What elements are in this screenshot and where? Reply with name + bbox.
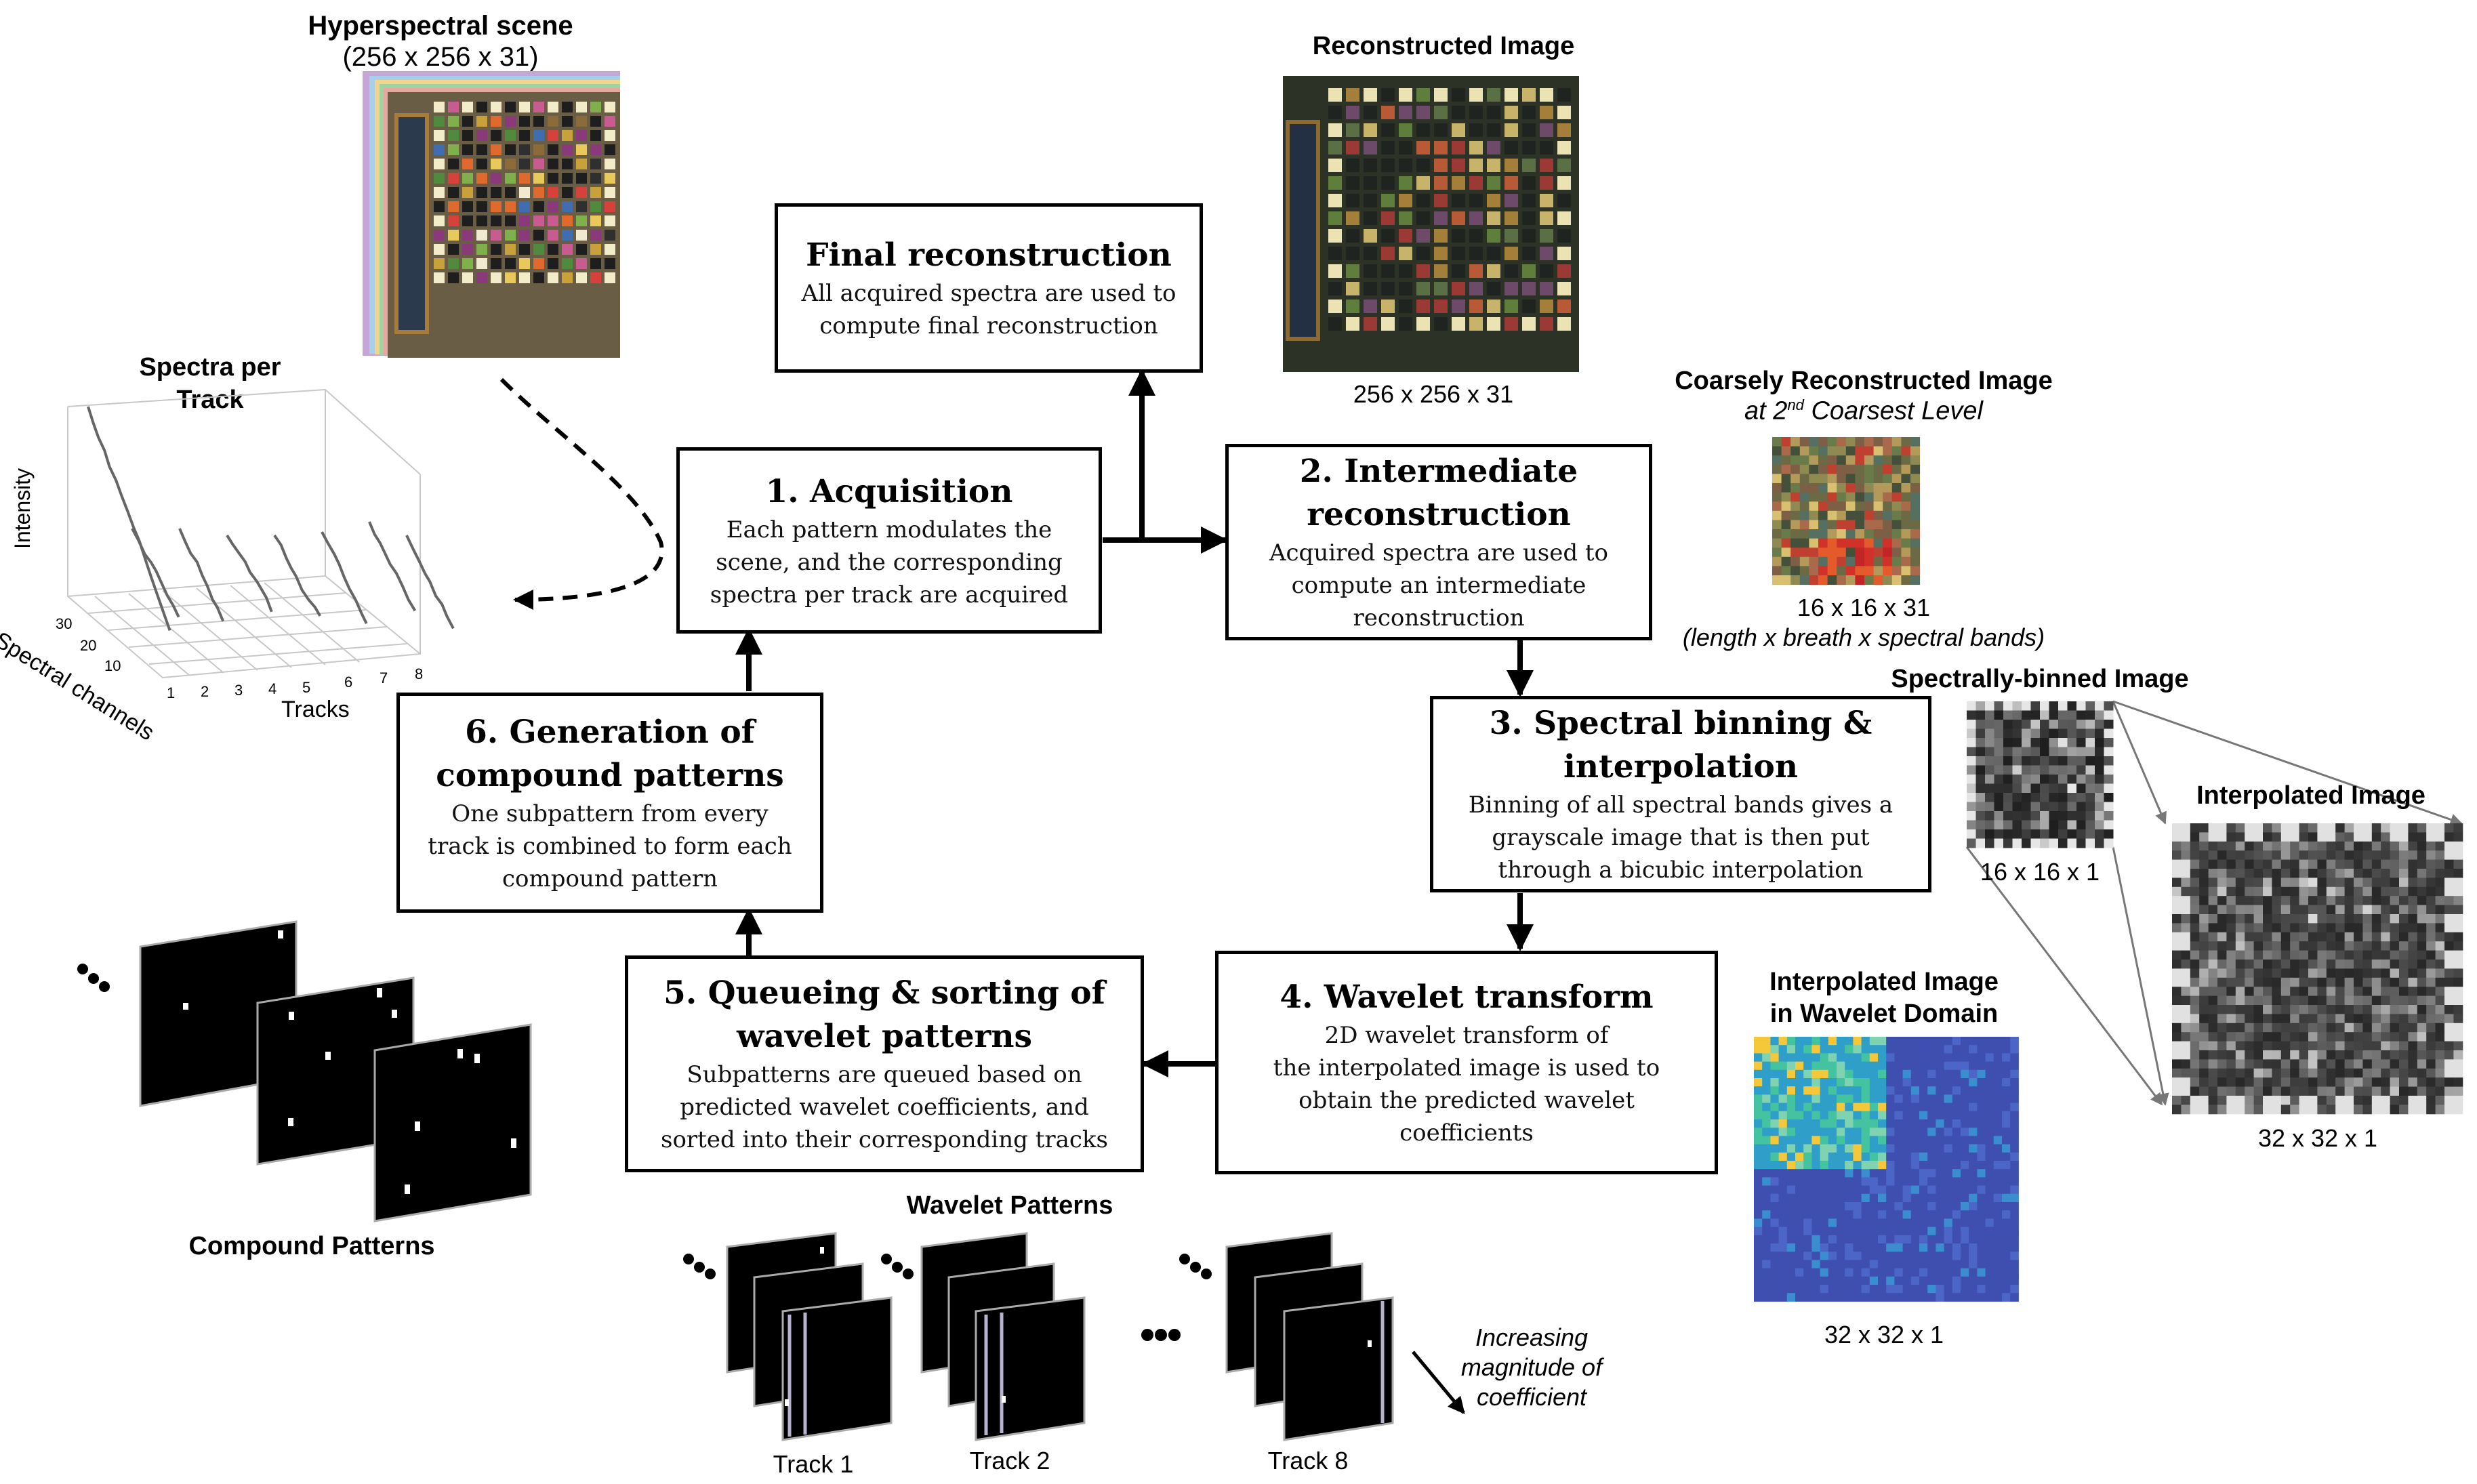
wavelet-desc-3: obtain the predicted wavelet [1298,1087,1635,1114]
binning-desc-1: Binning of all spectral bands gives a [1468,791,1893,819]
magnitude-note-3: coefficient [1476,1383,1587,1411]
inter-title-2: reconstruction [1307,496,1571,533]
box-intermediate-reconstruction: 2. Intermediate reconstruction Acquired … [1225,444,1652,640]
acq-desc-2: scene, and the corresponding [716,548,1063,576]
inter-desc-3: reconstruction [1353,604,1525,632]
x-tick-6: 6 [344,674,353,691]
wavelet-patterns-title: Wavelet Patterns [906,1191,1113,1220]
wavelet-desc-1: 2D wavelet transform of [1324,1022,1609,1049]
box-final-reconstruction: Final reconstruction All acquired spectr… [775,203,1203,373]
wavelet-domain-title-1: Interpolated Image [1769,968,1999,996]
x-tick-3: 3 [234,682,243,699]
x-tick-8: 8 [415,665,424,682]
final-desc-1: All acquired spectra are used to [801,280,1176,307]
z-tick-20: 20 [80,637,97,654]
queue-desc-3: sorted into their corresponding tracks [661,1126,1108,1153]
dashed-arrow-scene-to-spectra [499,377,664,610]
binning-desc-3: through a bicubic interpolation [1498,857,1864,884]
acq-desc-1: Each pattern modulates the [726,516,1052,543]
inter-desc-1: Acquired spectra are used to [1269,539,1609,566]
coarse-title: Coarsely Reconstructed Image [1675,367,2053,395]
gen-title-1: 6. Generation of [465,713,755,751]
x-tick-4: 4 [268,680,277,697]
wavelet-domain-dims: 32 x 32 x 1 [1824,1321,1944,1348]
queue-title-1: 5. Queueing & sorting of [663,974,1105,1012]
binning-desc-2: grayscale image that is then put [1492,824,1870,851]
binned-title: Spectrally-binned Image [1891,665,2189,693]
binning-title-2: interpolation [1563,748,1798,785]
coarse-subtitle: at 2nd Coarsest Level [1626,396,2101,426]
reconstructed-dims: 256 x 256 x 31 [1353,380,1514,408]
x-tick-5: 5 [302,679,311,696]
coarse-subtitle-sup: nd [1787,396,1804,413]
box-acquisition: 1. Acquisition Each pattern modulates th… [676,447,1102,634]
magnitude-note-2: magnitude of [1460,1353,1603,1381]
queue-title-2: wavelet patterns [737,1018,1032,1055]
magnitude-note-1: Increasing [1475,1323,1589,1351]
binning-title-1: 3. Spectral binning & [1489,705,1872,742]
projection-line-3 [1965,846,2163,1106]
projection-line-2 [2112,701,2167,825]
coarse-dims-note: (length x breath x spectral bands) [1682,623,2045,651]
wavelet-desc-4: coefficients [1399,1119,1534,1147]
z-tick-30: 30 [56,615,73,632]
scene-title: Hyperspectral scene [308,11,573,41]
compound-patterns-label: Compound Patterns [188,1232,435,1260]
spectra-title-line1: Spectra per [139,353,281,382]
z-tick-10: 10 [104,657,121,674]
projection-line-1 [2112,700,2463,826]
queue-desc-2: predicted wavelet coefficients, and [680,1094,1089,1121]
gen-desc-2: track is combined to form each [428,832,792,860]
reconstructed-title: Reconstructed Image [1312,32,1575,60]
final-title: Final reconstruction [806,236,1172,274]
box-spectral-binning: 3. Spectral binning & interpolation Binn… [1430,696,1931,892]
gen-desc-3: compound pattern [502,865,718,892]
queue-desc-1: Subpatterns are queued based on [687,1061,1082,1088]
coarse-subtitle-post: Coarsest Level [1803,396,1983,426]
spectra-x-label: Tracks [281,697,350,722]
coarse-dims: 16 x 16 x 31 [1797,594,1931,621]
scene-dims: (256 x 256 x 31) [342,42,539,72]
box-queueing-sorting: 5. Queueing & sorting of wavelet pattern… [625,955,1144,1172]
acq-desc-3: spectra per track are acquired [710,581,1069,609]
inter-desc-2: compute an intermediate [1291,572,1586,599]
final-desc-2: compute final reconstruction [819,312,1158,339]
x-tick-2: 2 [201,683,209,700]
acq-title: 1. Acquisition [765,472,1013,510]
x-tick-1: 1 [167,684,176,701]
box-wavelet-transform: 4. Wavelet transform 2D wavelet transfor… [1215,951,1718,1174]
spectra-y-label: Intensity [10,468,35,549]
inter-title-1: 2. Intermediate [1299,453,1578,490]
gen-desc-1: One subpattern from every [451,800,769,827]
track1-label: Track 1 [773,1450,854,1478]
x-tick-7: 7 [380,669,388,686]
gen-title-2: compound patterns [436,756,784,794]
magnitude-arrow [1412,1351,1465,1414]
interpolated-title: Interpolated Image [2196,781,2425,810]
binned-dims: 16 x 16 x 1 [1980,858,2100,886]
wavelet-desc-2: the interpolated image is used to [1273,1054,1660,1081]
spectra-title-line2: Track [176,386,244,414]
wavelet-title: 4. Wavelet transform [1280,978,1654,1016]
track2-label: Track 2 [969,1447,1050,1475]
coarse-subtitle-pre: at 2 [1744,396,1788,426]
projection-line-4 [2112,846,2169,1106]
wavelet-domain-title-2: in Wavelet Domain [1769,999,1999,1028]
box-generation-compound: 6. Generation of compound patterns One s… [396,693,823,913]
interpolated-dims: 32 x 32 x 1 [2257,1124,2378,1152]
track8-label: Track 8 [1267,1447,1349,1475]
